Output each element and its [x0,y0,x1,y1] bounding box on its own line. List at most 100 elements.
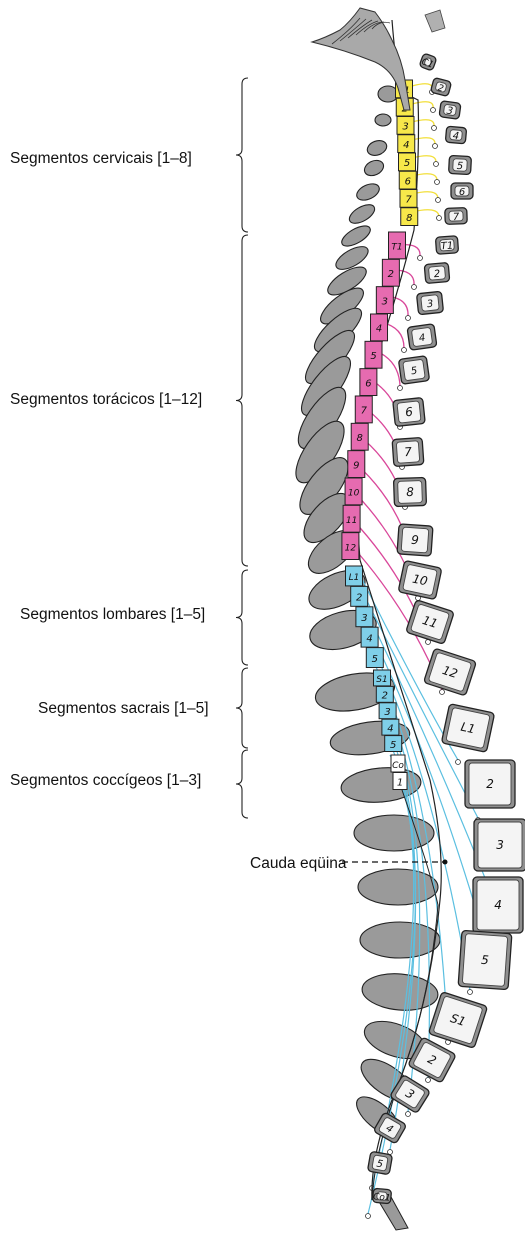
cord-segment-label: 8 [357,433,363,444]
nerve-cauda-ganglion [468,990,473,995]
cord-segment-label: 4 [403,140,409,151]
vertebra-7: T1 [435,236,458,254]
nerve-thoracic-ganglion [398,386,403,391]
cord-segment-label: 4 [366,633,372,644]
cord-segment-label: 8 [406,213,412,224]
nerve-cauda-ganglion [406,1112,411,1117]
nerve-cervical-ganglion [433,144,438,149]
spinous-process [339,222,374,250]
vertebra-5: 6 [451,183,473,199]
cord-segment-label: 6 [405,176,411,187]
nerve-cauda-ganglion [366,1214,371,1219]
vertebra-label: 3 [426,299,433,311]
vertebra-28: 5 [367,1151,392,1175]
vertebra-9: 3 [416,291,443,314]
vertebra-23: 5 [458,930,512,989]
nerve-cauda-ganglion [426,1078,431,1083]
cord-segment-label: Co [392,761,404,771]
nerve-cervical-ganglion [437,216,442,221]
vertebra-label: 8 [406,485,414,499]
vertebra-label: Co1 [373,1192,391,1203]
vertebra-22: 4 [473,877,523,933]
spinous-process [375,114,391,126]
cord-segment-label: 9 [353,460,359,471]
vertebra-label: 5 [456,161,463,172]
vertebra-label: 2 [433,269,440,281]
cord-segment-label: 4 [387,723,393,734]
brace-2 [236,570,248,665]
vertebra-0: C1 [419,53,437,71]
vertebra-label: 7 [453,212,460,223]
vertebra-8: 2 [424,262,450,283]
cauda-equina-label: Cauda eqüina [250,855,347,873]
spinous-process [346,201,377,227]
vertebra-11: 5 [398,356,429,385]
vertebra-15: 9 [397,524,433,556]
vertebra-label: 5 [481,953,490,967]
cord-segment-label: T1 [391,243,402,253]
nerve-cervical [412,84,432,90]
spinous-process [340,765,423,806]
region-label-lumbar: Segmentos lombares [1–5] [20,606,205,624]
cauda-equina-pointer [342,860,448,865]
nerve-cervical [412,120,434,126]
cord-segment-label: 3 [384,707,390,718]
cord-segment-label: 3 [402,122,408,133]
vertebra-10: 4 [407,324,437,351]
vertebra-label: 7 [404,445,413,460]
vertebra-label: 2 [486,777,494,791]
cord-segment-label: 5 [372,654,378,665]
cord-segment-label: 5 [390,740,396,751]
cord-segment-label: 2 [356,593,362,604]
vertebra-6: 7 [445,208,468,225]
cord-segment-label: 5 [370,351,376,362]
cord-segment-label: 7 [405,195,412,206]
vertebra-4: 5 [449,155,472,174]
vertebra-19: L1 [441,704,494,753]
nerve-thoracic-ganglion [412,285,417,290]
nerve-cervical-ganglion [431,108,436,113]
vertebra-16: 10 [398,560,442,599]
vertebra-label: 9 [411,533,420,547]
vertebra-label: 3 [496,838,504,852]
cord-segment-label: L1 [349,573,360,583]
region-braces [236,78,248,818]
cord-segment-label: 4 [376,324,382,335]
nerve-cervical [412,102,433,108]
vertebra-label: 6 [459,187,465,198]
vertebra-label: 4 [494,898,502,912]
spinous-process [354,181,382,204]
region-label-coccygeal: Segmentos coccígeos [1–3] [10,772,201,790]
brace-3 [236,668,248,748]
vertebra-label: 4 [452,131,459,143]
region-label-thoracic: Segmentos torácicos [1–12] [10,391,202,409]
brace-0 [236,78,248,232]
spinous-process [354,815,434,851]
cord-segment-label: 1 [397,777,403,788]
nerve-cervical-ganglion [432,126,437,131]
nerve-thoracic-ganglion [418,256,423,261]
vertebra-24: S1 [428,992,487,1049]
nerve-thoracic-ganglion [440,690,445,695]
nerve-thoracic-ganglion [406,316,411,321]
cord-segment-label: 12 [345,543,357,553]
brace-4 [236,750,248,818]
cord-segment-label: 3 [361,613,367,624]
mastoid [425,10,445,32]
spinous-process [365,138,389,158]
cord-segment-label: 2 [382,691,388,702]
spinous-process [361,971,440,1013]
vertebra-12: 6 [393,398,426,427]
cord-segment-label: 2 [388,269,394,280]
vertebra-20: 2 [465,760,515,808]
vertebra-18: 12 [424,648,477,696]
nerve-cervical-ganglion [436,198,441,203]
vertebra-label: T1 [440,241,453,253]
vertebra-13: 7 [392,437,424,466]
pointer-dot [443,860,448,865]
vertebra-21: 3 [474,819,525,871]
cord-segment-label: 7 [361,406,368,417]
cord-segment-label: 5 [404,158,410,169]
cord-segment-label: 11 [346,516,357,526]
spinous-process [362,157,386,178]
